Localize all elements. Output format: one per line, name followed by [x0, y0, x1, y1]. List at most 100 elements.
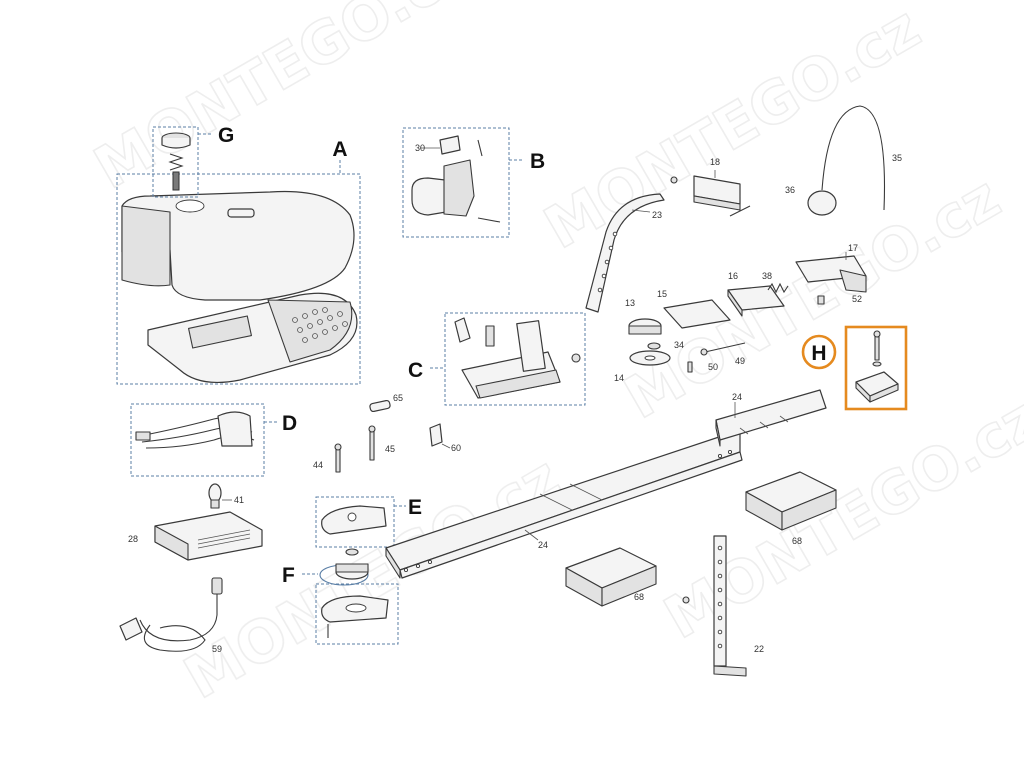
- mounting-brackets: 68 68 22: [565, 471, 837, 677]
- part-number-68-left: 68: [634, 592, 644, 602]
- part-49-pin: [704, 342, 746, 353]
- part-23-door-arm: [585, 193, 665, 313]
- label-d: D: [282, 412, 297, 435]
- part-number-28: 28: [128, 534, 138, 544]
- part-number-49: 49: [735, 356, 745, 366]
- part-68-bracket-left-front: [601, 565, 657, 607]
- part-number-22: 22: [754, 644, 764, 654]
- lamp-cap-body: [161, 138, 191, 149]
- part-28-vents: [197, 529, 251, 549]
- part-68-bracket-right-front: [781, 489, 837, 531]
- part-17-trolley-tab: [839, 269, 867, 293]
- power-unit: 41 28 59: [119, 483, 263, 654]
- h-bracket-front: [869, 383, 899, 403]
- part-34-washer: [647, 342, 661, 350]
- group-e-f-sprocket: E F: [282, 496, 422, 645]
- part-number-15: 15: [657, 289, 667, 299]
- part-number-35: 35: [892, 153, 902, 163]
- label-e: E: [408, 496, 422, 519]
- control-switch-lever: [454, 317, 471, 343]
- part-38-spring: [767, 282, 789, 294]
- group-b-motor: 30 B: [402, 127, 545, 238]
- part-22-bolt: [682, 596, 690, 604]
- leader-24-bottom: [524, 529, 539, 541]
- part-number-16: 16: [728, 271, 738, 281]
- part-65-pin: [369, 399, 391, 413]
- part-number-30: 30: [415, 143, 425, 153]
- power-cable: [139, 594, 218, 642]
- leader-23: [631, 209, 651, 213]
- part-50-screw: [687, 361, 693, 373]
- label-a: A: [332, 138, 347, 161]
- label-f: F: [282, 564, 295, 587]
- rail-front-bottom: [399, 451, 743, 579]
- part-number-24-bottom: 24: [538, 540, 548, 550]
- rail-rear-end: [715, 419, 721, 447]
- sprocket-washer: [345, 548, 359, 556]
- part-18-nut: [670, 176, 678, 184]
- group-a-box: [116, 173, 361, 385]
- group-h-highlight-circle: [801, 334, 837, 370]
- part-44-bolt: [335, 447, 341, 473]
- group-g-box: [152, 126, 199, 198]
- sprocket-gear-teeth: [335, 563, 369, 573]
- rail-front-end: [385, 547, 401, 579]
- control-screw: [571, 353, 581, 363]
- part-52-screw: [817, 295, 825, 305]
- part-number-24-top: 24: [732, 392, 742, 402]
- control-transformer: [516, 320, 546, 372]
- label-g: G: [218, 124, 234, 147]
- part-number-59: 59: [212, 644, 222, 654]
- group-b-box: [402, 127, 510, 238]
- part-14-disc-hole: [644, 355, 656, 361]
- small-parts-middle: 65 60 44 45: [313, 393, 461, 473]
- part-18-bracket-lip: [693, 195, 741, 211]
- label-c: C: [408, 359, 423, 382]
- sprocket-top-cover-hole: [347, 512, 357, 522]
- motor-cover-side: [121, 205, 171, 287]
- watermark-text: MONTEGO.cz: [653, 383, 1024, 652]
- group-f-bottom-box: [315, 583, 399, 645]
- part-22-holes: [717, 545, 723, 649]
- part-number-41: 41: [234, 495, 244, 505]
- group-g-lamp-cap: G: [152, 124, 234, 198]
- group-c-control-board: C: [408, 312, 586, 406]
- part-45-bolt: [369, 429, 375, 461]
- part-18-screw: [729, 205, 751, 217]
- part-60-clip: [429, 423, 443, 447]
- wiring-connector-housing: [217, 411, 253, 447]
- group-a-motor-housing: A: [116, 138, 361, 385]
- part-41-bulb-base: [210, 499, 220, 509]
- part-number-60: 60: [451, 443, 461, 453]
- group-e-box: [315, 496, 395, 548]
- part-number-68-right: 68: [792, 536, 802, 546]
- group-d-box: [130, 403, 265, 477]
- motor-cover: [121, 190, 355, 301]
- part-41-bulb: [208, 483, 222, 503]
- rail-joint-lines: [539, 483, 603, 511]
- part-number-14: 14: [614, 373, 624, 383]
- lamp-spring: [168, 153, 184, 171]
- motor-bracket: [443, 159, 475, 217]
- power-cable-coil: [143, 624, 206, 652]
- h-bolt: [874, 333, 880, 361]
- part-number-38: 38: [762, 271, 772, 281]
- power-cable-plug-end: [211, 577, 223, 595]
- motor-body: [411, 177, 447, 216]
- part-28-box-side: [154, 525, 189, 561]
- wiring-plug: [135, 431, 151, 441]
- watermark-text: MONTEGO.cz: [533, 0, 931, 262]
- base-vent-dots: [292, 307, 348, 343]
- control-board-edge: [475, 369, 561, 399]
- part-number-13: 13: [625, 298, 635, 308]
- part-number-65: 65: [393, 393, 403, 403]
- motor-clip: [439, 135, 461, 155]
- part-45-bolt-head: [368, 425, 376, 433]
- group-d-wiring: D: [130, 403, 297, 477]
- base-motor-mount: [188, 315, 252, 349]
- right-hardware-parts: 23 18 35 36 17 52 16 38 15 13 34: [585, 105, 902, 383]
- part-16-bracket-side: [727, 289, 743, 317]
- watermark-text: MONTEGO.cz: [83, 0, 481, 202]
- rail-assembly: 24 24: [385, 389, 827, 579]
